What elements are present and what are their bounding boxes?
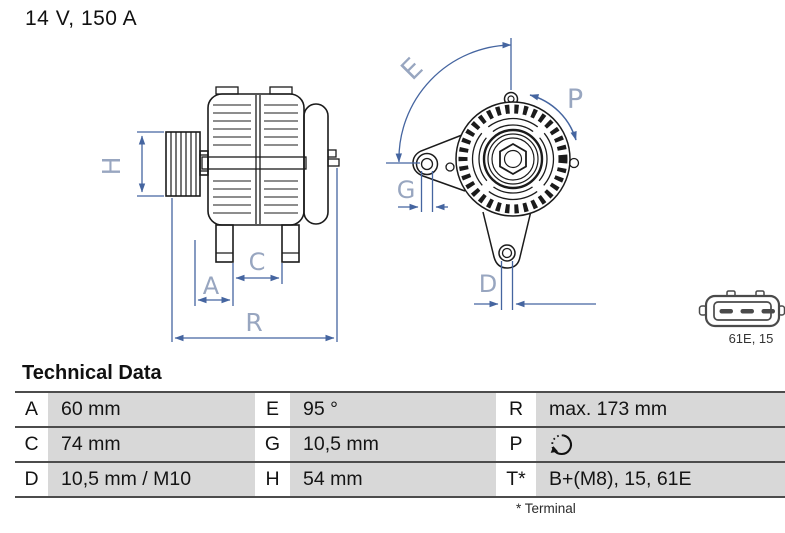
spec-key: D <box>15 463 48 496</box>
spec-value: 10,5 mm / M10 <box>48 463 255 496</box>
spec-value: max. 173 mm <box>536 393 785 426</box>
rear-cover <box>303 103 329 225</box>
dim-label-a: A <box>203 272 220 300</box>
spec-value-rotation <box>536 428 785 461</box>
dim-label-r: R <box>245 308 262 337</box>
connector-drawing <box>698 290 785 328</box>
spec-value: 60 mm <box>48 393 255 426</box>
spec-value: 10,5 mm <box>290 428 496 461</box>
rotation-direction-arc <box>529 94 577 141</box>
connector-pins <box>719 309 775 314</box>
spec-key: P <box>496 428 536 461</box>
spec-key: T* <box>496 463 536 496</box>
alternator-front-view <box>412 91 580 269</box>
terminal-stud <box>327 149 337 158</box>
spec-key: G <box>255 428 290 461</box>
spec-value: 95 ° <box>290 393 496 426</box>
spec-value: 54 mm <box>290 463 496 496</box>
dim-label-h: H <box>97 157 126 176</box>
table-row: C 74 mm G 10,5 mm P <box>15 426 785 461</box>
dim-label-d: D <box>479 270 497 298</box>
front-view-dimensions <box>386 38 596 310</box>
dim-label-p: P <box>567 84 583 115</box>
spec-key: R <box>496 393 536 426</box>
table-row: D 10,5 mm / M10 H 54 mm T* B+(M8), 15, 6… <box>15 461 785 498</box>
bottom-ear-hole <box>498 244 516 262</box>
technical-data-heading: Technical Data <box>22 362 162 384</box>
spec-key: C <box>15 428 48 461</box>
technical-data-table: A 60 mm E 95 ° R max. 173 mm C 74 mm G 1… <box>15 391 785 498</box>
connector-label: 61E, 15 <box>729 331 774 346</box>
spec-key: H <box>255 463 290 496</box>
part-spec-title: 14 V, 150 A <box>25 7 138 30</box>
spec-key: A <box>15 393 48 426</box>
dim-label-g: G <box>397 176 416 204</box>
right-lug <box>568 157 580 169</box>
spec-value: 74 mm <box>48 428 255 461</box>
spec-key: E <box>255 393 290 426</box>
alternator-side-view <box>165 86 340 263</box>
dim-label-e: E <box>395 52 429 86</box>
terminal-footnote: * Terminal <box>516 501 576 516</box>
side-view-dimensions <box>137 131 338 342</box>
rotation-ccw-arrow-icon <box>550 434 572 456</box>
mounting-leg <box>281 224 300 263</box>
dim-label-c: C <box>249 248 266 276</box>
table-row: A 60 mm E 95 ° R max. 173 mm <box>15 391 785 426</box>
bottom-mounting-ear <box>482 210 532 269</box>
mounting-leg <box>215 224 234 263</box>
technical-drawing: H A C R <box>97 38 785 346</box>
spec-value: B+(M8), 15, 61E <box>536 463 785 496</box>
left-ear-hole <box>415 152 439 176</box>
